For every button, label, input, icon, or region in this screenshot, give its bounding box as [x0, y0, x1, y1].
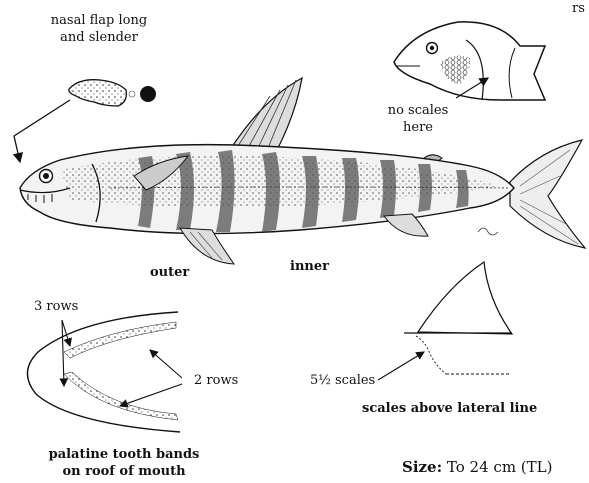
nasal-flap-line2: and slender — [34, 29, 164, 46]
lateral-line-diagram — [378, 262, 512, 380]
nasal-flap-shape — [69, 80, 126, 106]
two-rows-label: 2 rows — [194, 372, 238, 389]
palatine-caption: palatine tooth bands on roof of mouth — [26, 446, 222, 480]
five-half-scales-label: 5½ scales — [310, 372, 375, 389]
no-scales-line2: here — [376, 119, 460, 136]
scale-count-curve — [416, 336, 446, 374]
three-rows-label: 3 rows — [34, 298, 78, 315]
palatine-diagram — [27, 312, 182, 432]
nasal-flap-caption: nasal flap long and slender — [34, 12, 164, 46]
no-scales-caption: no scales here — [376, 102, 460, 136]
size-text: Size: To 24 cm (TL) — [402, 458, 552, 476]
outer-label: outer — [150, 264, 189, 281]
small-dorsal-fin — [418, 262, 512, 334]
upper-tooth-band — [64, 322, 176, 358]
fish-illustration — [20, 78, 585, 264]
two-rows-pointer-a — [150, 350, 182, 378]
palatine-line2: on roof of mouth — [26, 463, 222, 480]
palatine-line1: palatine tooth bands — [26, 446, 222, 463]
anal-fin — [384, 214, 428, 236]
no-scales-line1: no scales — [376, 102, 460, 119]
nostril-dot — [140, 86, 156, 102]
nasal-flap-pointer — [14, 100, 70, 162]
size-label: Size: — [402, 458, 442, 476]
two-rows-pointer-b — [120, 384, 182, 406]
caudal-fin — [510, 140, 585, 248]
three-rows-pointer-b — [62, 320, 64, 386]
scales-above-lateral-line-caption: scales above lateral line — [362, 400, 537, 417]
lower-tooth-band — [64, 372, 178, 420]
inner-label: inner — [290, 258, 329, 275]
head-inset — [394, 22, 545, 100]
nasal-flap-line1: nasal flap long — [34, 12, 164, 29]
dorsal-fin — [230, 78, 302, 150]
size-value: To 24 cm (TL) — [447, 458, 553, 476]
top-partial-text: rs — [572, 0, 585, 17]
scales-pointer — [378, 352, 424, 380]
